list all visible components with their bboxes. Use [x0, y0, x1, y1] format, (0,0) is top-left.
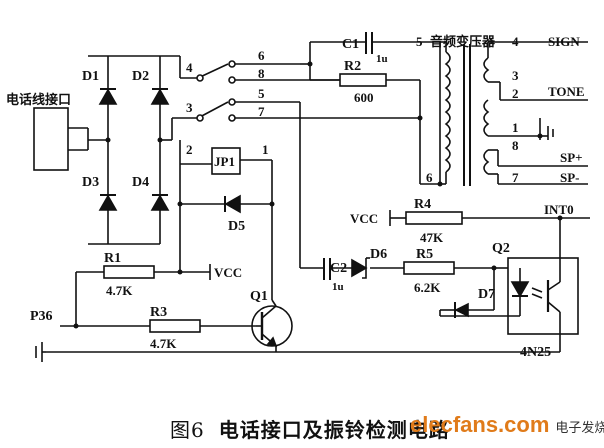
transformer-pin-7: 7 — [512, 170, 519, 185]
transformer-pin-6: 6 — [426, 170, 433, 185]
r2-label: R2 — [344, 59, 361, 74]
diode-d4 — [150, 194, 170, 211]
transformer-pin-2: 2 — [512, 86, 519, 101]
figure-title: 电话接口及振铃检测电路 — [218, 418, 450, 442]
diode-d1 — [98, 88, 118, 105]
watermark-brand: elecfans.com — [410, 412, 550, 437]
optocoupler-4n25 — [507, 257, 579, 335]
d6-label: D6 — [370, 247, 387, 262]
q2-label: Q2 — [492, 241, 510, 256]
resistor-r2 — [339, 73, 387, 87]
phone-line-connector — [33, 107, 69, 171]
switch-pin-8: 8 — [258, 66, 265, 81]
diode-d2 — [150, 88, 170, 105]
c1-value: 1u — [376, 53, 388, 65]
diode-d3 — [98, 194, 118, 211]
figure-caption: 图6 电话接口及振铃检测电路 — [170, 414, 450, 443]
transistor-q1 — [251, 305, 293, 348]
transformer-pin-1: 1 — [512, 120, 519, 135]
int0-label: INT0 — [544, 202, 574, 217]
switch-pin-7: 7 — [258, 104, 265, 119]
transformer-label: 音频变压器 — [430, 34, 496, 50]
jp1-label: JP1 — [214, 154, 235, 169]
r1-value: 4.7K — [106, 283, 133, 298]
d7-label: D7 — [478, 287, 495, 302]
d2-label: D2 — [132, 69, 149, 84]
sp-plus-label: SP+ — [560, 150, 583, 165]
phone-port-label: 电话线接口 — [6, 92, 71, 108]
tone-label: TONE — [548, 84, 585, 99]
d3-label: D3 — [82, 175, 99, 190]
r2-value: 600 — [354, 90, 374, 105]
sign-label: SIGN — [548, 34, 580, 49]
r5-value: 6.2K — [414, 280, 441, 295]
c2-value: 1u — [332, 281, 344, 293]
figure-number: 图6 — [170, 418, 205, 442]
sp-minus-label: SP- — [560, 170, 580, 185]
resistor-r4 — [405, 211, 463, 225]
capacitor-c2 — [323, 258, 331, 280]
resistor-r1 — [103, 265, 155, 279]
capacitor-c1 — [365, 32, 373, 54]
transformer-pin-3: 3 — [512, 68, 519, 83]
d4-label: D4 — [132, 175, 149, 190]
r3-value: 4.7K — [150, 336, 177, 351]
r4-label: R4 — [414, 197, 431, 212]
watermark-cn: 电子发烧友 — [555, 420, 604, 435]
r3-label: R3 — [150, 305, 167, 320]
switch-pin-3: 3 — [186, 100, 193, 115]
switch-pin-5: 5 — [258, 86, 265, 101]
switch-pin-6: 6 — [258, 48, 265, 63]
diode-d6 — [351, 257, 370, 279]
jp1-pin-2: 2 — [186, 142, 193, 157]
transformer-pin-5: 5 — [416, 34, 423, 49]
p36-label: P36 — [30, 309, 53, 324]
switch-pin-4: 4 — [186, 60, 193, 75]
r5-label: R5 — [416, 247, 433, 262]
r4-value: 47K — [420, 230, 444, 245]
resistor-r3 — [149, 319, 201, 333]
r1-label: R1 — [104, 251, 121, 266]
diode-d5 — [224, 194, 241, 214]
c2-label: C2 — [330, 261, 347, 276]
vcc-label-2: VCC — [350, 211, 378, 226]
d5-label: D5 — [228, 219, 245, 234]
opto-label: 4N25 — [520, 345, 551, 360]
vcc-label-1: VCC — [214, 265, 242, 280]
transformer-pin-4: 4 — [512, 34, 519, 49]
watermark: elecfans.com 电子发烧友 — [410, 412, 604, 438]
resistor-r5 — [403, 261, 455, 275]
transformer-pin-8: 8 — [512, 138, 519, 153]
jumper-jp1 — [211, 147, 241, 175]
q1-label: Q1 — [250, 289, 268, 304]
c1-label: C1 — [342, 37, 359, 52]
audio-transformer — [439, 42, 490, 186]
jp1-pin-1: 1 — [262, 142, 269, 157]
d1-label: D1 — [82, 69, 99, 84]
